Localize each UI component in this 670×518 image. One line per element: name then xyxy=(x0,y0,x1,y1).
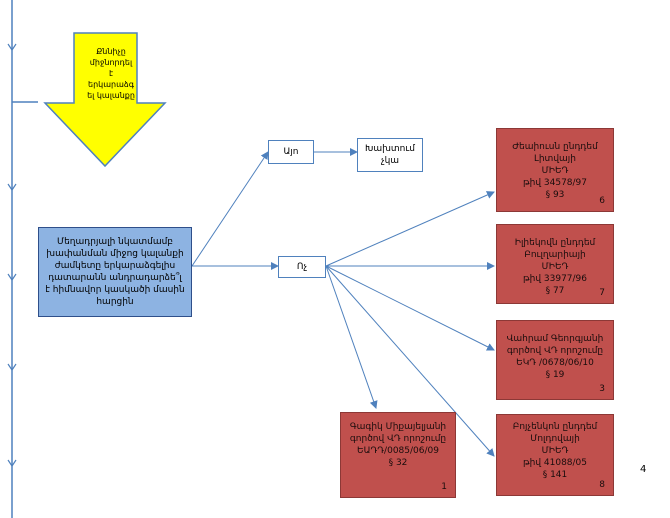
timeline-tick xyxy=(7,459,17,468)
no-violation-box: Խախտում չկա xyxy=(357,138,423,172)
page-number: 4 xyxy=(640,464,647,475)
down-arrow-shape xyxy=(43,32,167,168)
yes-box: Այո xyxy=(268,140,314,164)
case-box-6: Ժեաիուսն ընդդեմ Լիտվայի ՄԻԵԴ թիվ 34578/9… xyxy=(496,128,614,212)
case-box-7: Իլիեկովն ընդդեմ Բուլղարիայի ՄԻԵԴ թիվ 339… xyxy=(496,224,614,304)
down-arrow-text: Քննիչը միջնորդել է երկարաձգ ել կալանքը xyxy=(87,47,135,100)
connector-to-yes xyxy=(191,151,269,267)
timeline-tick xyxy=(7,363,17,372)
connector-no-to-case xyxy=(325,265,495,457)
connector-no-to-case xyxy=(325,265,378,409)
timeline-tick xyxy=(7,43,17,52)
case-box-1: Գագիկ Միքայելյանի գործով ՎԴ որոշումը ԵԱԴ… xyxy=(340,412,456,498)
connector-no-to-case xyxy=(325,191,495,267)
no-label: Ոչ xyxy=(296,262,308,272)
timeline-tick xyxy=(7,273,17,282)
main-question-text: Մեղադրյալի նկատմամբ խափանման միջոց կալան… xyxy=(45,237,185,307)
case-number: 6 xyxy=(599,196,605,206)
case-number: 7 xyxy=(599,288,605,298)
case-box-3: Վահրամ Գեորգյանի գործով ՎԴ որոշումը ԵԿԴ … xyxy=(496,320,614,400)
no-violation-text: Խախտում չկա xyxy=(365,144,415,166)
connector-no-to-case xyxy=(325,265,495,351)
case-number: 8 xyxy=(599,480,605,490)
yes-label: Այո xyxy=(283,147,299,157)
case-number: 1 xyxy=(441,482,447,492)
case-box-8: Բոյչենկոն ընդդեմ Մոլդովայի ՄԻԵԴ թիվ 4108… xyxy=(496,414,614,496)
case-number: 3 xyxy=(599,384,605,394)
main-question-box: Մեղադրյալի նկատմամբ խափանման միջոց կալան… xyxy=(38,227,192,317)
timeline-tick xyxy=(7,183,17,192)
no-box: Ոչ xyxy=(278,256,326,278)
